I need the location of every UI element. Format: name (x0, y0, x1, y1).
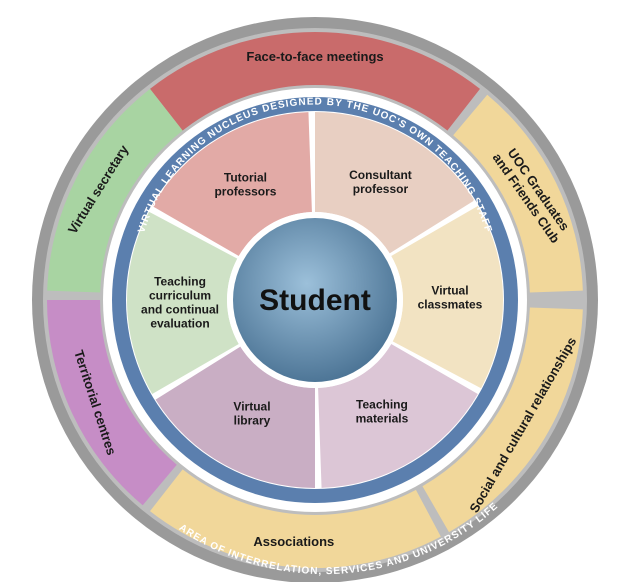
outer-label-associations: Associations (253, 534, 334, 549)
outer-segment-territorial (47, 300, 177, 506)
inner-wedge-classmates (391, 206, 503, 389)
inner-wedge-teaching-curriculum (127, 211, 239, 394)
center-label: Student (259, 284, 371, 317)
outer-segment-face-to-face (150, 31, 480, 131)
center-circle (233, 218, 397, 382)
outer-segment-social-cultural (422, 307, 583, 533)
inner-wedge-virtual-library (155, 346, 315, 488)
inner-wedge-tutorial (152, 112, 312, 256)
inner-wedges (127, 112, 503, 488)
outer-segment-virtual-secretary (47, 88, 183, 293)
outer-segment-uoc-graduates (453, 94, 583, 293)
inner-wedge-teaching-materials (318, 344, 478, 488)
outer-segment-associations (150, 469, 441, 568)
outer-label-face-to-face: Face-to-face meetings (246, 49, 383, 64)
outer-segments (47, 31, 583, 568)
inner-wedge-consultant (315, 112, 475, 254)
